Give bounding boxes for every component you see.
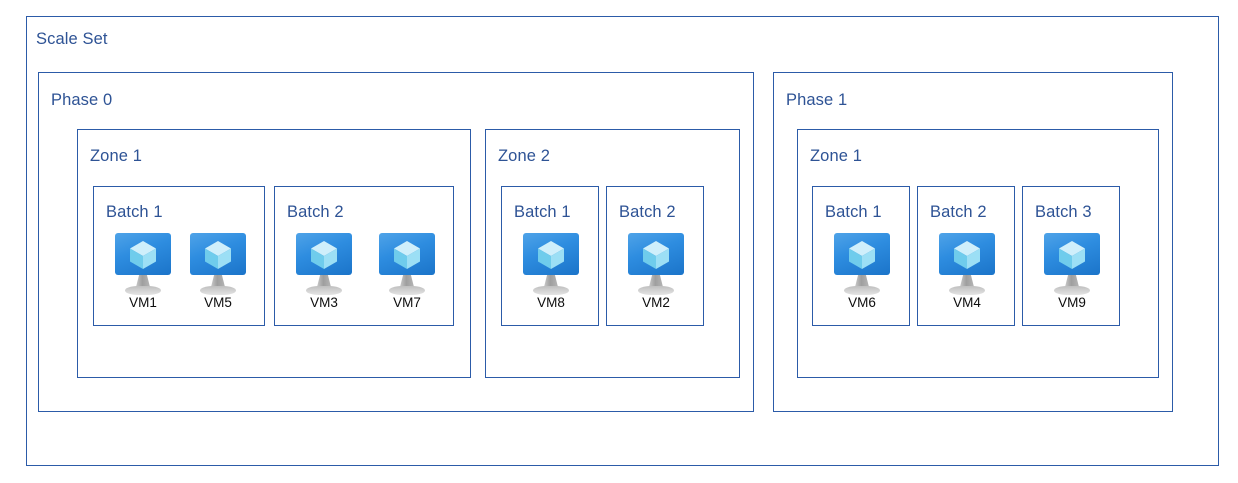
phase-0-zone-2-batch-2-label: Batch 2 <box>619 203 676 221</box>
monitor-screen <box>379 233 435 275</box>
phase-0-zone-1-batch-2-label: Batch 2 <box>287 203 344 221</box>
monitor-screen <box>115 233 171 275</box>
phase-1-zone-1-batch-3-container: Batch 3 VM9 <box>1022 186 1120 326</box>
vm-node[interactable]: VM6 <box>826 233 898 311</box>
vm-node[interactable]: VM4 <box>931 233 1003 311</box>
vm-label: VM9 <box>1058 295 1086 310</box>
vm-label: VM1 <box>129 295 157 310</box>
monitor-stand-base <box>844 286 880 295</box>
virtual-machine-icon <box>620 233 692 295</box>
monitor-stand-neck <box>211 275 225 287</box>
monitor-screen <box>834 233 890 275</box>
phase-1-label: Phase 1 <box>786 91 848 109</box>
vm-node[interactable]: VM2 <box>620 233 692 311</box>
cube-icon <box>205 241 231 269</box>
vm-node[interactable]: VM5 <box>182 233 254 311</box>
phase-0-zone-2-batch-1-container: Batch 1 VM8 <box>501 186 599 326</box>
monitor-stand-neck <box>855 275 869 287</box>
vm-node[interactable]: VM1 <box>107 233 179 311</box>
vm-label: VM7 <box>393 295 421 310</box>
phase-1-zone-1-batch-2-container: Batch 2 VM4 <box>917 186 1015 326</box>
monitor-screen <box>628 233 684 275</box>
vm-label: VM5 <box>204 295 232 310</box>
cube-icon <box>954 241 980 269</box>
monitor-stand-neck <box>1065 275 1079 287</box>
monitor-screen <box>190 233 246 275</box>
phase-1-zone-1-batch-2-label: Batch 2 <box>930 203 987 221</box>
phase-0-zone-1-batch-1-container: Batch 1 VM1 <box>93 186 265 326</box>
virtual-machine-icon <box>288 233 360 295</box>
cube-icon <box>849 241 875 269</box>
monitor-stand-neck <box>317 275 331 287</box>
monitor-stand-neck <box>400 275 414 287</box>
vm-node[interactable]: VM8 <box>515 233 587 311</box>
monitor-stand-base <box>638 286 674 295</box>
cube-icon <box>1059 241 1085 269</box>
monitor-screen <box>939 233 995 275</box>
phase-1-zone-1-batch-3-label: Batch 3 <box>1035 203 1092 221</box>
vm-label: VM3 <box>310 295 338 310</box>
cube-icon <box>538 241 564 269</box>
virtual-machine-icon <box>826 233 898 295</box>
cube-icon <box>643 241 669 269</box>
vm-label: VM2 <box>642 295 670 310</box>
vm-label: VM4 <box>953 295 981 310</box>
phase-0-zone-1-batch-2-container: Batch 2 VM3 <box>274 186 454 326</box>
monitor-stand-neck <box>136 275 150 287</box>
virtual-machine-icon <box>1036 233 1108 295</box>
virtual-machine-icon <box>515 233 587 295</box>
phase-0-zone-2-label: Zone 2 <box>498 147 550 165</box>
monitor-stand-base <box>306 286 342 295</box>
monitor-stand-base <box>1054 286 1090 295</box>
monitor-stand-base <box>200 286 236 295</box>
cube-icon <box>394 241 420 269</box>
monitor-stand-neck <box>649 275 663 287</box>
virtual-machine-icon <box>182 233 254 295</box>
monitor-stand-neck <box>544 275 558 287</box>
vm-node[interactable]: VM3 <box>288 233 360 311</box>
scale-set-label: Scale Set <box>36 30 108 48</box>
phase-1-zone-1-batch-1-label: Batch 1 <box>825 203 882 221</box>
cube-icon <box>311 241 337 269</box>
vm-label: VM8 <box>537 295 565 310</box>
cube-icon <box>130 241 156 269</box>
vm-label: VM6 <box>848 295 876 310</box>
monitor-stand-base <box>533 286 569 295</box>
phase-0-zone-1-label: Zone 1 <box>90 147 142 165</box>
phase-0-zone-2-batch-2-container: Batch 2 VM2 <box>606 186 704 326</box>
phase-0-zone-1-batch-1-label: Batch 1 <box>106 203 163 221</box>
monitor-stand-base <box>389 286 425 295</box>
monitor-stand-base <box>125 286 161 295</box>
phase-0-label: Phase 0 <box>51 91 113 109</box>
virtual-machine-icon <box>371 233 443 295</box>
vm-node[interactable]: VM7 <box>371 233 443 311</box>
monitor-stand-base <box>949 286 985 295</box>
virtual-machine-icon <box>931 233 1003 295</box>
monitor-screen <box>296 233 352 275</box>
virtual-machine-icon <box>107 233 179 295</box>
phase-1-zone-1-label: Zone 1 <box>810 147 862 165</box>
monitor-screen <box>1044 233 1100 275</box>
vm-node[interactable]: VM9 <box>1036 233 1108 311</box>
monitor-stand-neck <box>960 275 974 287</box>
monitor-screen <box>523 233 579 275</box>
phase-1-zone-1-batch-1-container: Batch 1 VM6 <box>812 186 910 326</box>
phase-0-zone-2-batch-1-label: Batch 1 <box>514 203 571 221</box>
